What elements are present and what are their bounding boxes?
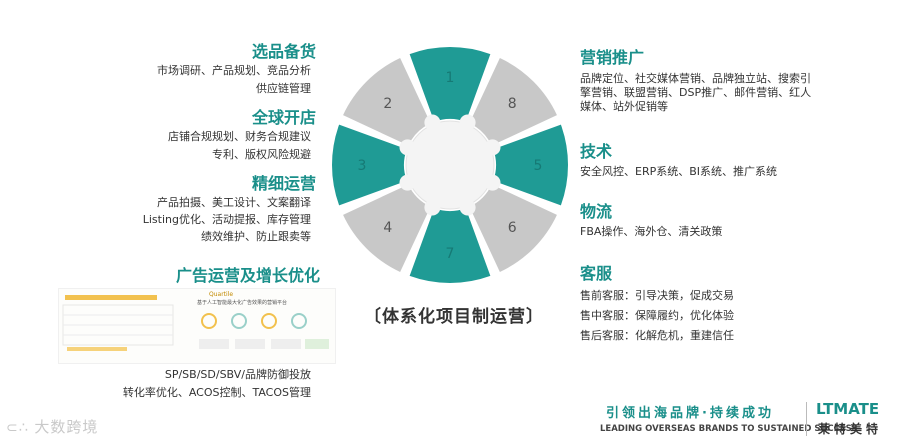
- wheel-segment-label: 3: [358, 158, 367, 174]
- text-line: 安全风控、ERP系统、BI系统、推广系统: [580, 165, 778, 178]
- text-line: 市场调研、产品规划、竞品分析: [157, 64, 311, 77]
- text-line: 售中客服：保障履约，优化体验: [580, 309, 734, 322]
- wheel-segment-label: 5: [534, 158, 543, 174]
- wheel-segment-3: [332, 124, 407, 206]
- text-line: 绩效维护、防止跟卖等: [201, 230, 311, 243]
- diagram-caption: 〔体系化项目制运营〕: [364, 307, 544, 327]
- wheel-segment-label: 7: [446, 246, 455, 262]
- text-line: 售后客服：化解危机，重建信任: [580, 329, 734, 342]
- wheel-segment-7: [409, 208, 491, 283]
- footer-divider: [806, 402, 807, 436]
- footer-slogan-en: LEADING OVERSEAS BRANDS TO SUSTAINED SUC…: [600, 424, 858, 434]
- hub-knob: [484, 139, 501, 156]
- text-line: 品牌定位、社交媒体营销、品牌独立站、搜索引: [580, 72, 811, 85]
- brand-logo-cn: 莱特美特: [818, 422, 883, 436]
- text-line: SP/SB/SD/SBV/品牌防御投放: [164, 368, 311, 381]
- text-line: FBA操作、海外仓、清关政策: [580, 225, 723, 238]
- hub-knob: [424, 114, 441, 131]
- text-line: 产品拍摄、美工设计、文案翻译: [157, 196, 311, 209]
- wheel-segment-6: [469, 184, 557, 272]
- heading-ads: 广告运营及增长优化: [176, 266, 321, 285]
- heading-tech: 技术: [580, 142, 613, 161]
- hub-knob: [399, 139, 416, 156]
- report-subtitle: 基于人工智能最大化广告效果的营销平台: [197, 300, 288, 306]
- heading-global-store: 全球开店: [252, 108, 317, 127]
- heading-fine-operation: 精细运营: [252, 174, 317, 193]
- hub-knob: [459, 199, 476, 216]
- wheel-segment-1: [409, 47, 491, 122]
- hub-knob: [424, 199, 441, 216]
- heading-logistics: 物流: [580, 202, 613, 221]
- wheel-hub: [405, 120, 495, 210]
- ad-report-thumbnail: Quartile 基于人工智能最大化广告效果的营销平台: [58, 288, 336, 364]
- hub-knob: [399, 174, 416, 191]
- text-line: 转化率优化、ACOS控制、TACOS管理: [122, 386, 311, 399]
- wheel-segment-label: 2: [383, 96, 392, 112]
- text-line: 供应链管理: [256, 82, 311, 95]
- text-line: 媒体、站外促销等: [580, 100, 668, 113]
- watermark: ⊂∴ 大数跨境: [6, 416, 98, 437]
- wheel-segment-label: 8: [508, 96, 517, 112]
- report-brand: Quartile: [209, 291, 234, 298]
- wheel-segment-label: 4: [383, 220, 392, 236]
- heading-marketing: 营销推广: [580, 48, 645, 67]
- report-graphic: [62, 295, 329, 351]
- wheel-segment-label: 6: [508, 220, 517, 236]
- footer-slogan: 引领出海品牌·持续成功: [606, 406, 774, 421]
- text-line: 专利、版权风险规避: [212, 148, 311, 161]
- text-line: 擎营销、联盟营销、DSP推广、邮件营销、红人: [580, 86, 812, 99]
- watermark-text: 大数跨境: [34, 418, 99, 436]
- watermark-logo-icon: ⊂∴: [6, 420, 29, 436]
- wheel-segment-5: [493, 124, 568, 206]
- text-line: 售前客服：引导决策，促成交易: [580, 289, 734, 302]
- wheel-segment-4: [343, 184, 431, 272]
- hub-knob: [484, 174, 501, 191]
- text-line: Listing优化、活动提报、库存管理: [142, 213, 311, 226]
- heading-selection: 选品备货: [252, 42, 317, 61]
- hub-knob: [459, 114, 476, 131]
- wheel-segment-2: [343, 58, 431, 146]
- operation-wheel-diagram: 1 8 5 6 7 4 3 2: [332, 47, 568, 283]
- wheel-segment-label: 1: [446, 70, 455, 86]
- wheel-segment-8: [469, 58, 557, 146]
- brand-logo: LTMATE: [816, 400, 880, 418]
- heading-customer-service: 客服: [580, 264, 613, 283]
- text-line: 店铺合规规划、财务合规建议: [168, 130, 311, 143]
